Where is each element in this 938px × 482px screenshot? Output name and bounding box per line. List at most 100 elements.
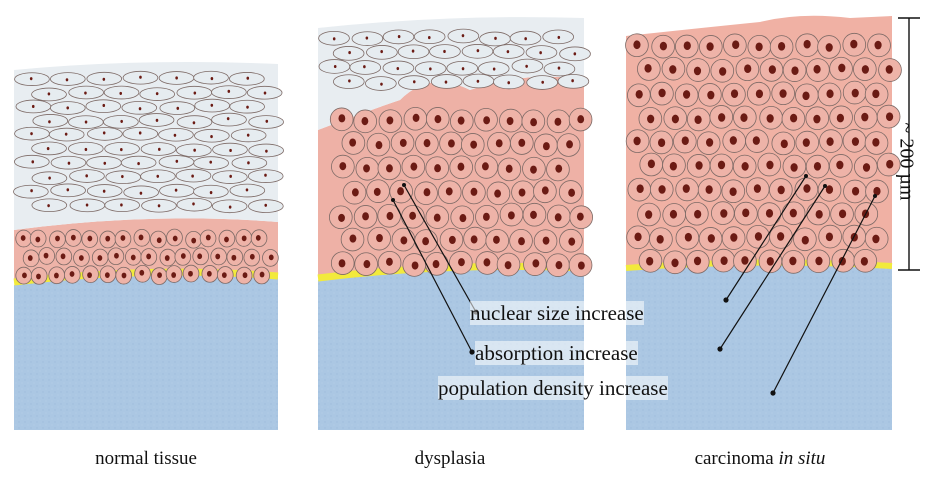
dysplasia-atypical-nucleus (409, 212, 416, 220)
normal-basal-nucleus (242, 235, 247, 241)
cis-tumor-nucleus (767, 257, 774, 266)
cis-tumor-nucleus (814, 162, 821, 171)
normal-basal-nucleus (54, 273, 59, 279)
annotation-population-density-increase: population density increase (438, 376, 668, 400)
dysplasia-atypical-nucleus (484, 258, 491, 266)
dysplasia-atypical-nucleus (363, 164, 370, 172)
cis-tumor-nucleus (826, 137, 833, 146)
normal-superficial-nucleus (265, 150, 268, 153)
normal-superficial-nucleus (246, 77, 249, 80)
dysplasia-superficial-nucleus (541, 81, 544, 84)
dysplasia-superficial-nucleus (380, 50, 383, 53)
dysplasia-atypical-nucleus (530, 166, 537, 174)
normal-basal-nucleus (206, 235, 211, 241)
cis-tumor-nucleus (637, 184, 644, 193)
panel-normal-tissue (13, 62, 283, 430)
dysplasia-superficial-nucleus (507, 50, 510, 53)
normal-superficial-nucleus (86, 203, 89, 206)
cis-tumor-nucleus (660, 42, 667, 51)
cis-tumor-nucleus (636, 90, 643, 99)
normal-superficial-nucleus (120, 120, 123, 123)
normal-basal-nucleus (269, 254, 274, 260)
normal-superficial-nucleus (174, 134, 177, 137)
cis-tumor-nucleus (802, 92, 809, 101)
normal-basal-nucleus (87, 272, 92, 278)
normal-superficial-nucleus (47, 204, 50, 207)
normal-basal-nucleus (250, 254, 255, 260)
cis-tumor-nucleus (645, 210, 652, 219)
dysplasia-superficial-nucleus (366, 36, 369, 39)
dysplasia-atypical-nucleus (518, 237, 525, 245)
cis-tumor-nucleus (695, 161, 702, 170)
cis-tumor-nucleus (803, 184, 810, 193)
dysplasia-atypical-nucleus (448, 139, 455, 147)
cis-tumor-nucleus (732, 40, 739, 49)
dysplasia-superficial-nucleus (398, 35, 401, 38)
cis-tumor-nucleus (658, 185, 665, 194)
cis-tumor-nucleus (766, 209, 773, 218)
normal-superficial-nucleus (32, 105, 35, 108)
dysplasia-atypical-nucleus (449, 236, 456, 244)
normal-basal-nucleus (181, 253, 186, 259)
cis-tumor-nucleus (670, 210, 677, 219)
normal-basal-nucleus (157, 237, 162, 243)
dysplasia-superficial-nucleus (574, 52, 577, 55)
normal-basal-nucleus (243, 272, 248, 278)
dysplasia-atypical-nucleus (577, 115, 584, 123)
dysplasia-superficial-nucleus (334, 65, 337, 68)
normal-superficial-nucleus (120, 203, 123, 206)
normal-basal-nucleus (256, 235, 261, 241)
normal-superficial-nucleus (210, 135, 213, 138)
dysplasia-superficial-nucleus (462, 34, 465, 37)
normal-basal-nucleus (122, 273, 127, 279)
cis-tumor-nucleus (671, 259, 678, 268)
normal-basal-nucleus (157, 272, 162, 278)
cis-tumor-nucleus (816, 210, 823, 219)
cis-tumor-nucleus (740, 113, 747, 122)
normal-superficial-nucleus (158, 148, 161, 151)
dysplasia-atypical-nucleus (400, 139, 407, 147)
normal-superficial-nucleus (264, 204, 267, 207)
normal-basal-nucleus (105, 236, 110, 242)
normal-basal-nucleus (173, 236, 178, 242)
cis-tumor-nucleus (658, 138, 665, 147)
cis-tumor-nucleus (731, 89, 738, 98)
dysplasia-atypical-nucleus (387, 116, 394, 124)
normal-superficial-nucleus (158, 204, 161, 207)
cis-tumor-nucleus (633, 40, 640, 49)
cis-tumor-nucleus (721, 256, 728, 265)
cis-tumor-nucleus (852, 89, 859, 98)
normal-superficial-nucleus (67, 188, 70, 191)
dysplasia-atypical-nucleus (424, 139, 431, 147)
cis-tumor-nucleus (826, 89, 833, 98)
dysplasia-atypical-nucleus (505, 261, 512, 269)
normal-basal-nucleus (22, 273, 27, 279)
normal-superficial-nucleus (209, 161, 212, 164)
cis-tumor-nucleus (826, 185, 833, 194)
scale-bar-label: ~ 200 µm (895, 102, 918, 222)
dysplasia-superficial-nucleus (445, 81, 448, 84)
normal-superficial-nucleus (48, 120, 51, 123)
dysplasia-atypical-nucleus (568, 189, 575, 197)
dysplasia-atypical-nucleus (434, 214, 441, 222)
cis-tumor-nucleus (741, 256, 748, 265)
cis-tumor-nucleus (872, 235, 879, 244)
cis-tumor-nucleus (790, 209, 797, 218)
dysplasia-atypical-nucleus (577, 213, 584, 221)
dysplasia-atypical-nucleus (496, 139, 503, 147)
cis-tumor-nucleus (874, 41, 881, 50)
normal-basal-nucleus (114, 253, 119, 259)
normal-superficial-nucleus (211, 104, 214, 107)
cis-tumor-nucleus (886, 160, 893, 169)
normal-superficial-nucleus (30, 189, 33, 192)
dysplasia-superficial-nucleus (525, 65, 528, 68)
normal-superficial-nucleus (156, 119, 159, 122)
normal-basal-nucleus (36, 274, 41, 280)
cis-tumor-nucleus (813, 115, 820, 124)
dysplasia-superficial-nucleus (507, 81, 510, 84)
cis-tumor-nucleus (742, 162, 749, 171)
cis-tumor-nucleus (708, 234, 715, 243)
dysplasia-atypical-nucleus (483, 116, 490, 124)
cis-tumor-nucleus (836, 161, 843, 170)
